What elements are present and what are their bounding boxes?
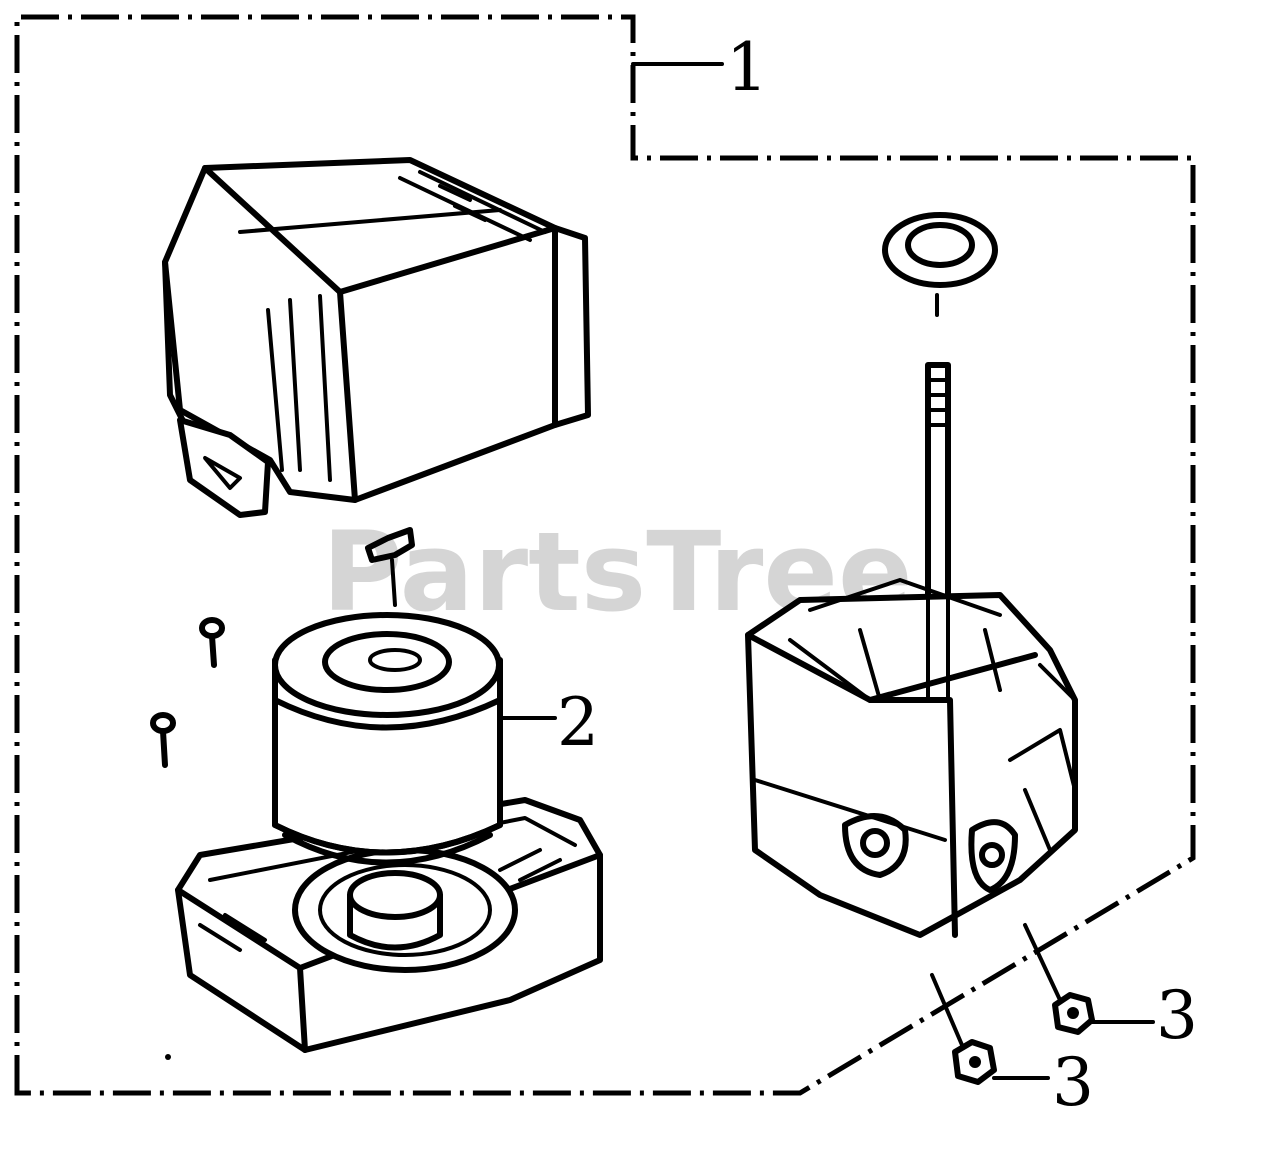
callout-label-2: 2 [557, 684, 599, 761]
callout-3-upper: 3 [1090, 977, 1198, 1054]
air-cleaner-cover [162, 157, 591, 518]
callout-2: 2 [498, 684, 599, 761]
filter-element [272, 612, 503, 866]
callout-label-1: 1 [726, 29, 768, 106]
gasket-ring [882, 212, 998, 317]
screw-upper [199, 617, 225, 668]
callout-3-lower: 3 [992, 1044, 1094, 1121]
callout-label-3-lower: 3 [1052, 1044, 1094, 1121]
mounting-stud [925, 362, 951, 603]
element-clip [365, 527, 415, 607]
air-cleaner-case [745, 578, 1078, 938]
nut-lower [930, 973, 997, 1085]
screw-lower [150, 712, 176, 768]
callout-1: 1 [631, 29, 768, 106]
stray-mark [165, 1054, 171, 1060]
air-cleaner-base [175, 797, 603, 1053]
kit-boundary [14, 14, 1196, 1096]
callout-label-3-upper: 3 [1156, 977, 1198, 1054]
